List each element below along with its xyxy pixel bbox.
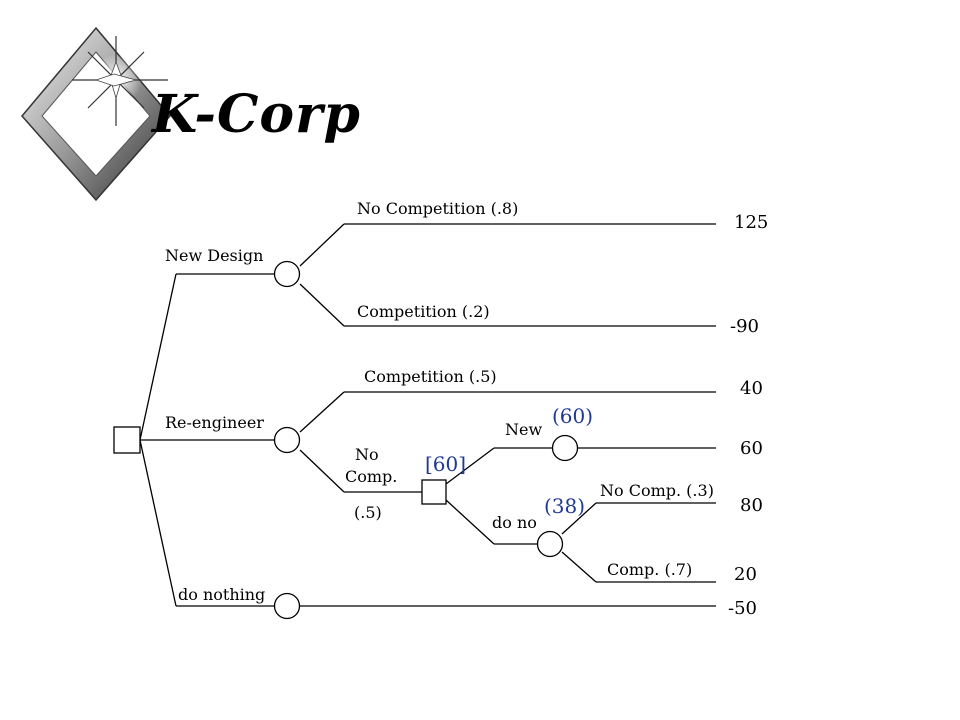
label-do-no: do no [492, 513, 537, 532]
label-no-comp-3: No Comp. (.3) [600, 481, 714, 500]
sub-decision-node [421, 479, 447, 505]
payoff-20: 20 [734, 564, 757, 585]
diamond-starburst-logo [21, 26, 171, 202]
label-new-design: New Design [165, 246, 264, 265]
payoff-40: 40 [740, 378, 763, 399]
ev-decision-node: [60] [425, 452, 467, 476]
ev-new-node: (60) [552, 404, 594, 428]
payoff-minus-50: -50 [728, 598, 757, 619]
label-competition-2: Competition (.2) [357, 302, 490, 321]
edge-root-new-design [139, 273, 177, 441]
payoff-60: 60 [740, 438, 763, 459]
chance-node-do-no [536, 530, 564, 558]
chance-node-new [551, 434, 579, 462]
page-title: K-Corp [152, 84, 361, 145]
payoff-80: 80 [740, 495, 763, 516]
label-re-engineer: Re-engineer [165, 413, 264, 432]
label-do-nothing: do nothing [178, 585, 266, 604]
root-decision-node [113, 426, 141, 454]
chance-node-do-nothing [273, 592, 301, 620]
label-new: New [505, 420, 543, 439]
label-prob-5: (.5) [354, 503, 382, 522]
edge-root-do-nothing [139, 439, 177, 607]
chance-node-new-design [273, 260, 301, 288]
ev-do-no-node: (38) [544, 494, 586, 518]
payoff-125: 125 [734, 212, 769, 233]
payoff-minus-90: -90 [730, 316, 759, 337]
label-no-competition-8: No Competition (.8) [357, 199, 519, 218]
label-comp-7: Comp. (.7) [607, 560, 693, 579]
label-competition-5: Competition (.5) [364, 367, 497, 386]
chance-node-re-engineer [273, 426, 301, 454]
label-comp: Comp. [345, 467, 398, 486]
label-no: No [355, 445, 379, 464]
